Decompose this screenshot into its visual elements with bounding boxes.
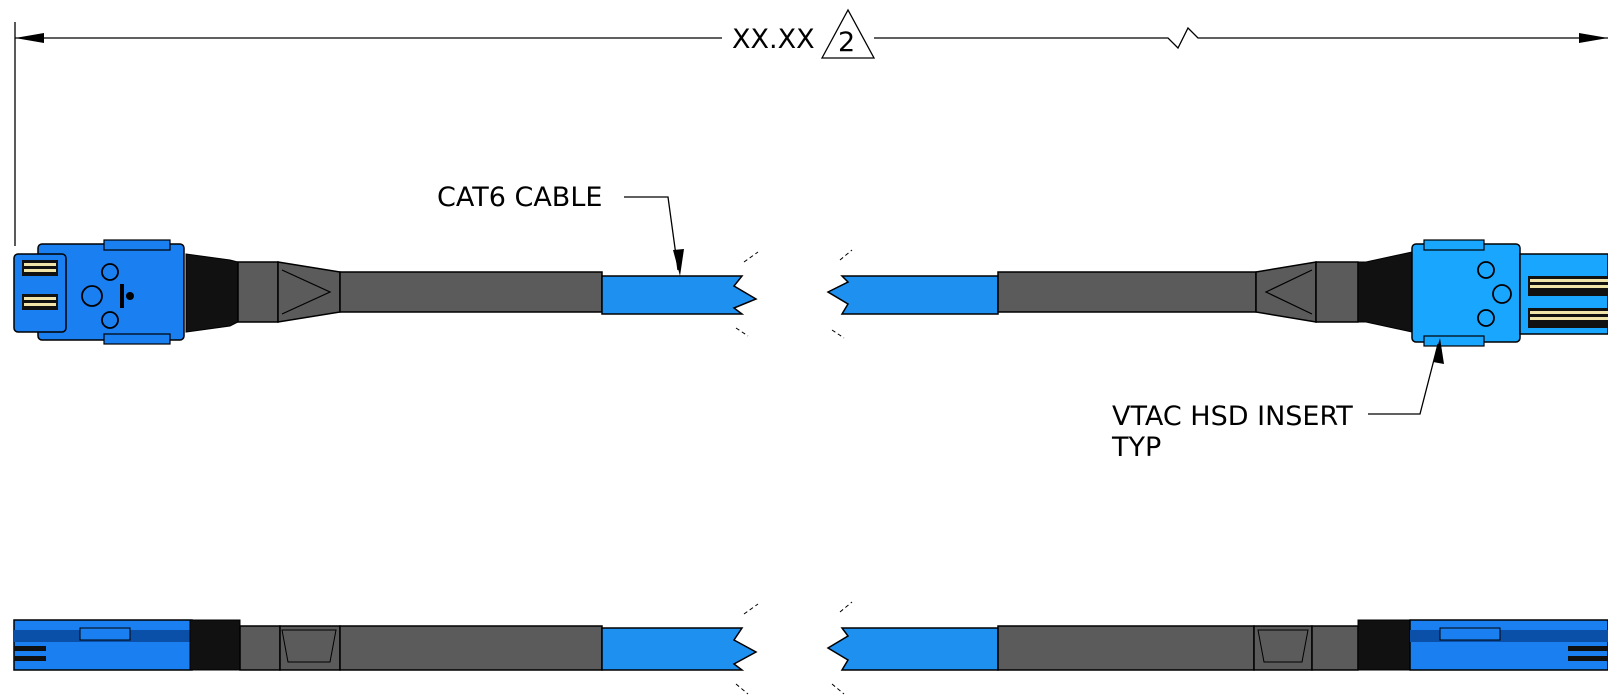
callout-cable: CAT6 CABLE [437,182,684,276]
overall-length-dimension: XX.XX 2 [14,8,1608,246]
overmold-sleeve-left [339,271,603,313]
callout-insert-label-line1: VTAC HSD INSERT [1112,401,1353,432]
arrowhead-left [15,33,44,43]
cable-segment-right [826,275,999,315]
boot-rib-side [281,629,337,663]
break-line-left-side [735,603,759,695]
locating-hole [101,263,119,281]
contact-pin [24,263,56,266]
latch-window [1439,627,1501,641]
ferrule-right [1315,261,1359,323]
side-view [13,601,1608,695]
contact-pin [24,297,56,300]
callout-cable-arrowhead [673,249,684,276]
latch-bottom-left [103,333,171,345]
ferrule-left [237,261,279,323]
keying-slot [120,284,124,308]
boot-right-side [1253,625,1313,671]
ferrule-left-side [239,625,281,671]
locating-hole [81,285,103,307]
overmold-left [237,261,603,323]
connector-left [13,239,239,345]
contact-pin [1530,311,1608,314]
contact-row [1568,646,1608,651]
callout-insert-leader [1368,343,1439,415]
connector-right-side [1357,619,1608,671]
overmold-sleeve-right-side [997,625,1255,671]
callout-insert-arrowhead [1433,338,1444,364]
contact-pin [1530,285,1608,288]
arrowhead-right [1579,33,1608,43]
top-view [13,239,1608,347]
callout-cable-label: CAT6 CABLE [437,182,602,213]
cable-segment-left [601,275,758,315]
strain-relief-side [1357,619,1411,671]
boot-rib [1264,269,1313,315]
locating-hole [1477,309,1495,327]
boot-left-side [279,625,341,671]
contact-pin [1530,317,1608,320]
contact-row [1568,656,1608,661]
cable-segment-right-side [826,627,999,671]
connector-right [1357,239,1608,347]
locating-hole [1477,261,1495,279]
strain-relief-side [189,619,241,671]
revision-triangle [820,8,876,59]
contact-pin [24,303,56,306]
boot-rib [281,269,332,315]
break-line-left [735,251,759,337]
strain-relief-right [1357,251,1413,333]
dimension-value: XX.XX [732,24,815,55]
callout-insert: VTAC HSD INSERT TYP [1111,338,1444,463]
locating-hole [101,311,119,329]
contact-pin [24,269,56,272]
boot-rib-side [1257,629,1309,663]
overmold-sleeve-left-side [339,625,603,671]
connector-housing-right [1411,243,1521,343]
callout-cable-leader [624,196,679,271]
latch-bottom-right [1423,335,1485,347]
ferrule-right-side [1311,625,1359,671]
contact-row [14,656,46,661]
revision-flag: 2 [838,27,855,58]
latch-window [79,627,131,641]
latch-top-left [103,239,171,251]
cable-segment-left-side [601,627,758,671]
contact-slot-lower-left [22,294,58,310]
overmold-sleeve-right [997,271,1257,313]
break-line-right [831,249,853,339]
callout-insert-label-line2: TYP [1111,432,1161,463]
keying-dot [126,292,134,300]
break-line-right-side [831,601,853,695]
latch-top-right [1423,239,1485,251]
contact-row [14,646,46,651]
locating-hole [1492,284,1512,304]
contact-slot-upper-left [22,260,58,276]
dimension-line-right-with-break [874,26,1608,50]
strain-relief-left [185,253,239,333]
contact-pin [1530,279,1608,282]
overmold-right [997,261,1359,323]
connector-left-side [13,619,241,671]
